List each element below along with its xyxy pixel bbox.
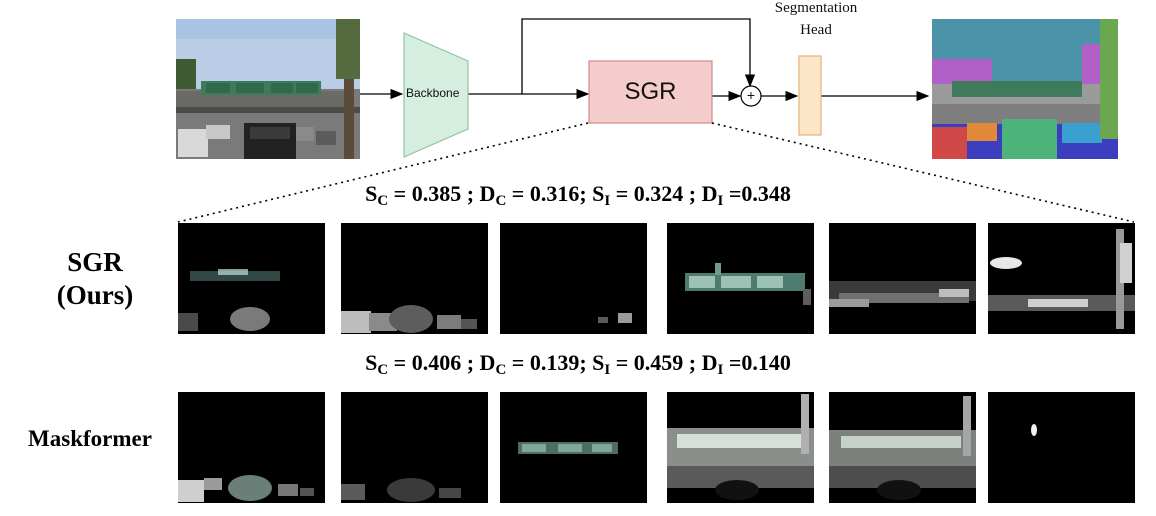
metric-sc: 0.406: [411, 350, 462, 375]
backbone-block: [403, 32, 469, 158]
sgr-attention-map-6: [988, 223, 1135, 334]
segmentation-head-block: [798, 55, 822, 136]
maskformer-attention-map-2: [341, 392, 488, 503]
maskformer-attention-map-5: [829, 392, 976, 503]
output-segmentation: [932, 19, 1118, 159]
maskformer-attention-map-4: [667, 392, 814, 503]
segmentation-head-label-line2: Head: [800, 22, 832, 38]
metrics-row-sgr: SC = 0.385 ; DC = 0.316; SI = 0.324 ; DI…: [365, 181, 791, 209]
row-title-maskformer: Maskformer: [12, 426, 168, 452]
row-title-sgr: SGR (Ours): [20, 246, 170, 312]
sgr-attention-map-1: [178, 223, 325, 334]
plus-circle: [740, 85, 762, 107]
arrow-skip-connection: [521, 18, 756, 94]
metric-si: 0.324: [633, 181, 684, 206]
row-title-sgr-line2: (Ours): [56, 280, 134, 310]
zoom-line-left: [177, 122, 589, 223]
maskformer-attention-map-3: [500, 392, 647, 503]
maskformer-attention-map-1: [178, 392, 325, 503]
zoom-line-right: [711, 122, 1135, 223]
sgr-block: [588, 60, 713, 124]
sgr-attention-map-5: [829, 223, 976, 334]
input-image: [176, 19, 360, 159]
metric-si: 0.459: [633, 350, 684, 375]
row-title-maskformer-line1: Maskformer: [28, 426, 152, 451]
metric-dc: 0.139: [529, 350, 580, 375]
metric-dc: 0.316: [529, 181, 580, 206]
plus-label: +: [746, 87, 756, 103]
row-title-sgr-line1: SGR: [67, 247, 123, 277]
sgr-attention-map-3: [500, 223, 647, 334]
segmentation-head-label-line1: Segmentation: [774, 0, 858, 16]
metrics-row-maskformer: SC = 0.406 ; DC = 0.139; SI = 0.459 ; DI…: [365, 350, 791, 378]
metric-sc: 0.385: [411, 181, 462, 206]
backbone-label: Backbone: [406, 86, 460, 100]
sgr-label: SGR: [624, 78, 677, 105]
maskformer-attention-map-6: [988, 392, 1135, 503]
sgr-attention-map-2: [341, 223, 488, 334]
metric-di: 0.348: [741, 181, 791, 206]
sgr-attention-map-4: [667, 223, 814, 334]
metric-di: 0.140: [741, 350, 791, 375]
